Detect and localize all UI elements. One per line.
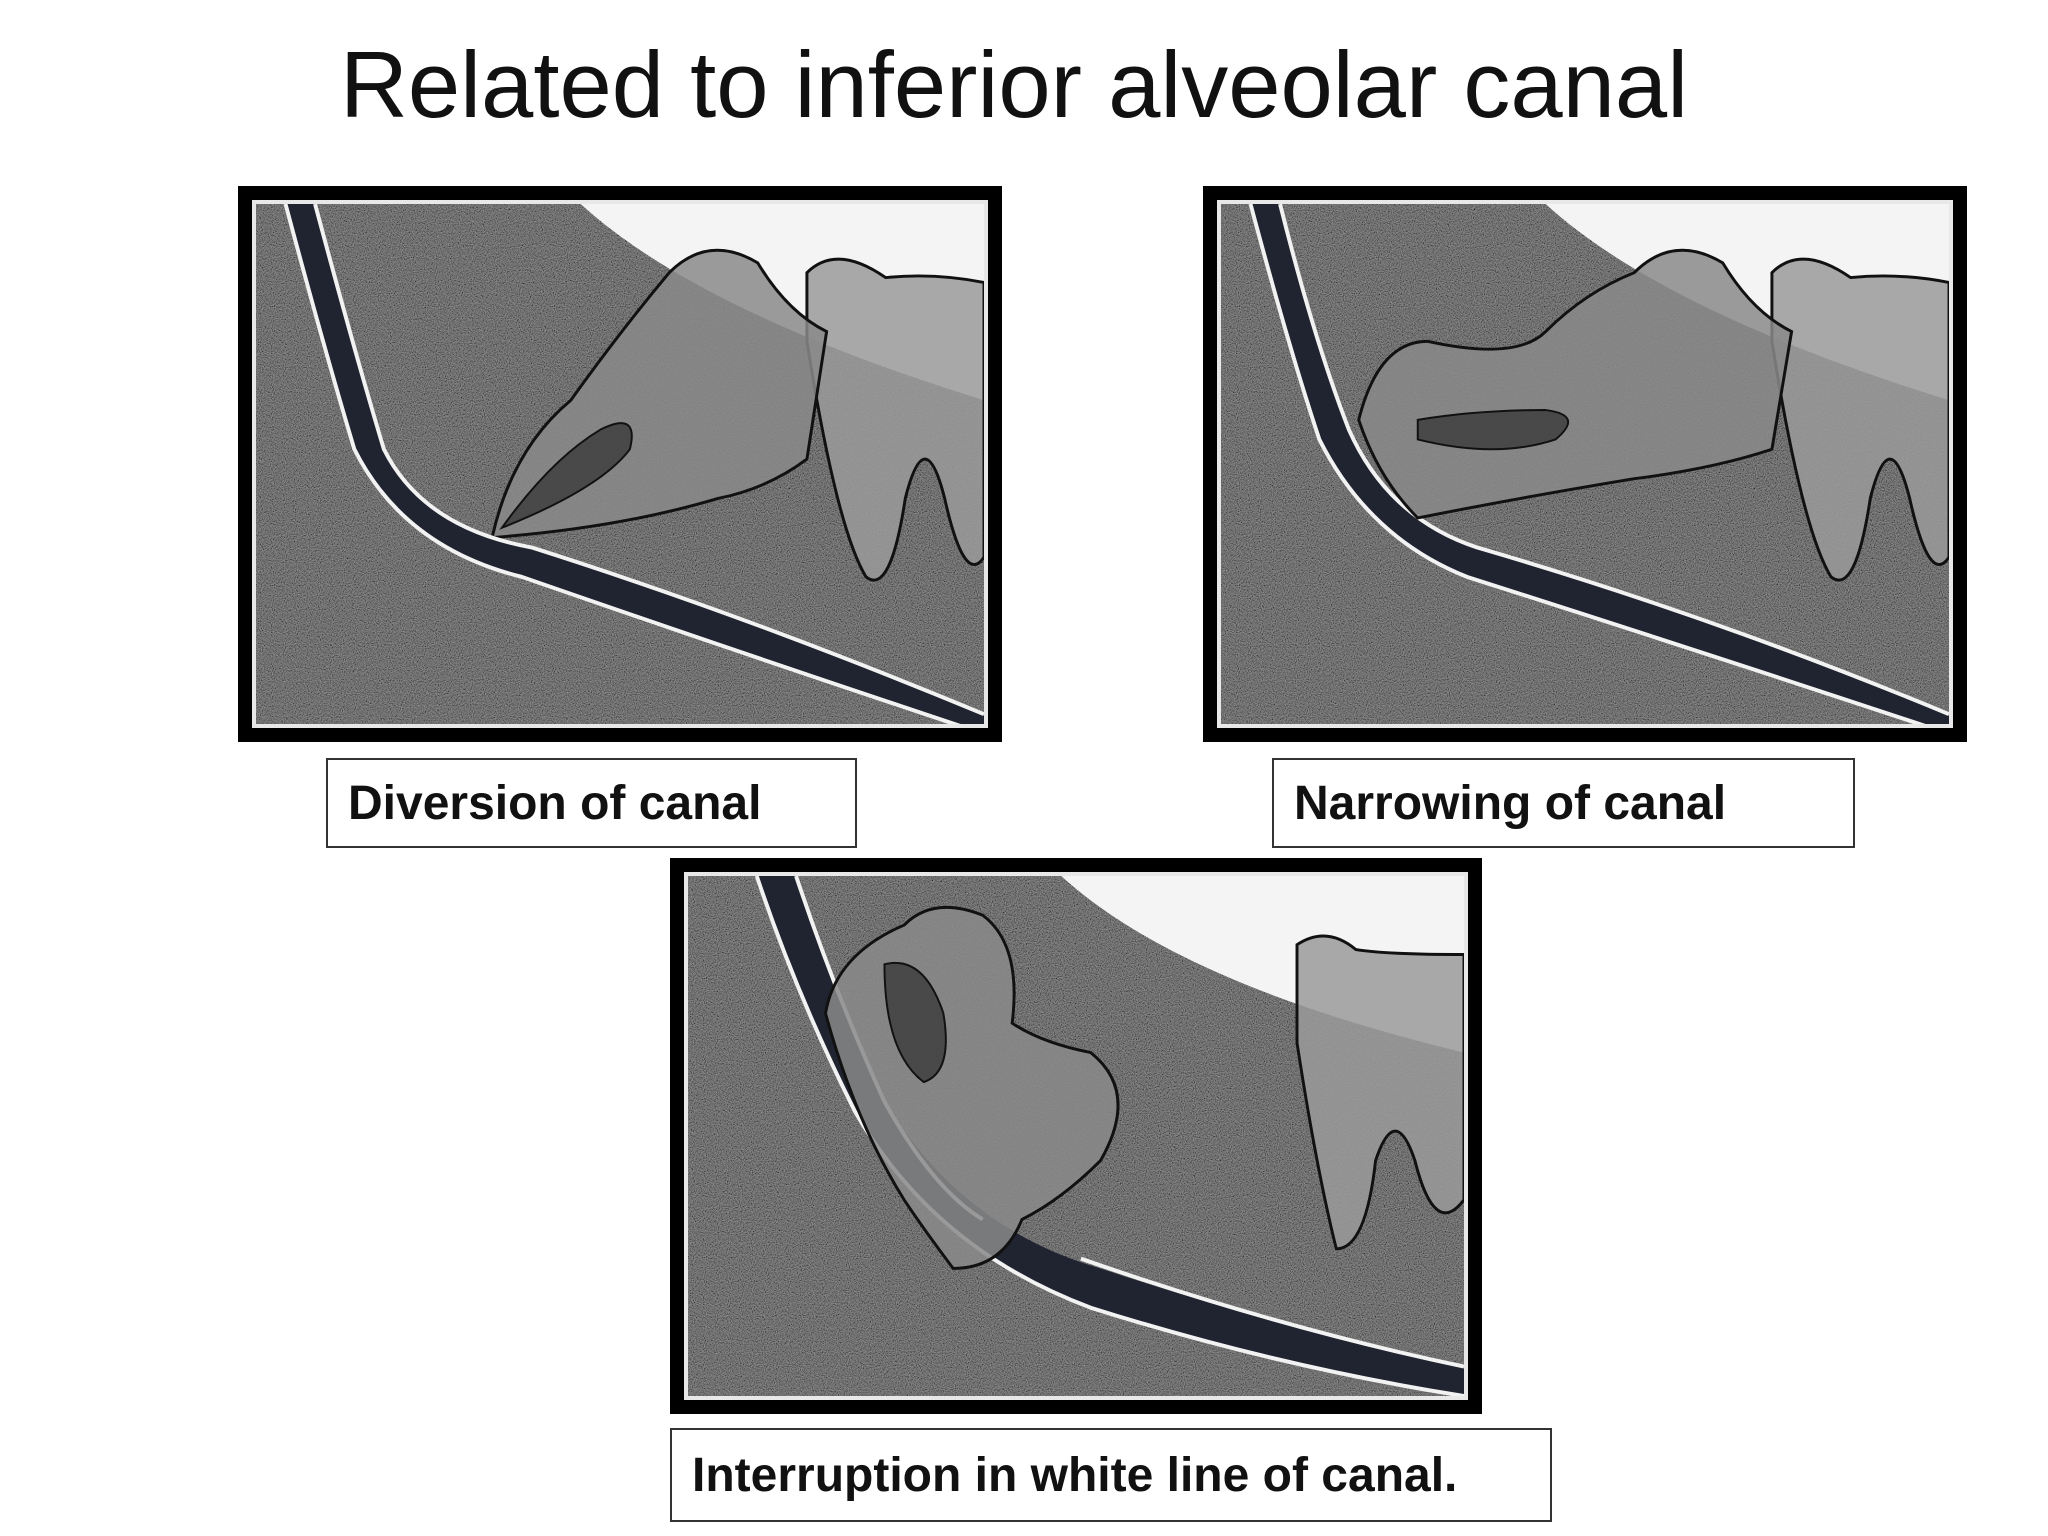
second-molar bbox=[805, 257, 984, 582]
radiograph-narrowing bbox=[1203, 186, 1967, 742]
page-title: Related to inferior alveolar canal bbox=[340, 32, 1689, 137]
third-molar bbox=[1357, 248, 1794, 520]
caption-diversion: Diversion of canal bbox=[326, 758, 857, 848]
radiograph-diversion bbox=[238, 186, 1002, 742]
second-molar bbox=[1770, 257, 1949, 582]
second-molar bbox=[1295, 934, 1464, 1251]
caption-narrowing: Narrowing of canal bbox=[1272, 758, 1855, 848]
radiograph-interruption bbox=[670, 858, 1482, 1414]
caption-interruption: Interruption in white line of canal. bbox=[670, 1428, 1552, 1522]
